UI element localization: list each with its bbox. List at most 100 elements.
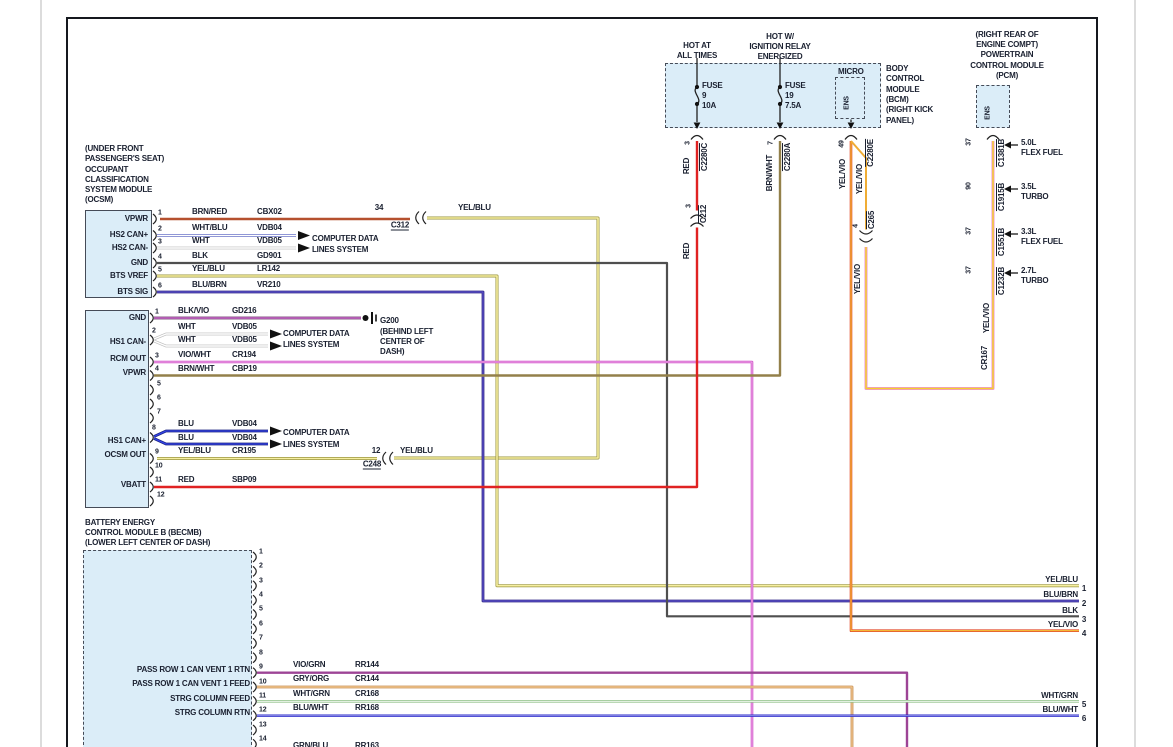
ocsm-wire6-circuit: VR210 (257, 280, 281, 289)
wire-brn-wht-cbp19 (154, 141, 782, 377)
c265-name: C265 (866, 210, 876, 230)
becmb-pin11-label: STRG COLUMN FEED (170, 694, 250, 703)
ocsm-pin5-num: 5 (158, 266, 162, 274)
pcm-name-1: POWERTRAIN (980, 50, 1034, 59)
data-lines-note-3b: LINES SYSTEM (283, 440, 340, 449)
rcm-pin8-label: HS1 CAN+ (107, 436, 146, 445)
becmb-pin13-num: 13 (259, 721, 267, 729)
becmb-pin3-num: 3 (259, 577, 263, 585)
ocsm-pin1-label: VPWR (124, 214, 148, 223)
wire-blk-gd901 (157, 261, 1079, 618)
ocsm-pin2-num: 2 (158, 225, 162, 233)
pcm-conn4-engine-1: 2.7L (1021, 266, 1037, 275)
ocsm-pin2-label: HS2 CAN+ (109, 230, 148, 239)
becmb-wire10-circuit: CR144 (355, 674, 379, 683)
pcm-conn4-pin: 37 (965, 266, 973, 274)
data-lines-note-1b: LINES SYSTEM (312, 245, 369, 254)
wire-blu-brn-vr210 (157, 290, 1079, 603)
bcm-name-4: (BCM) (886, 95, 909, 104)
rcm-pin5-num: 5 (157, 380, 161, 388)
rcm-pin10-num: 10 (155, 462, 163, 470)
rcm-pin8-num: 8 (152, 424, 156, 432)
wire-wht-pair-rcm2 (153, 332, 268, 348)
pcm-conn1-pin: 37 (965, 138, 973, 146)
becmb-pin9-label: PASS ROW 1 CAN VENT 1 RTN (136, 665, 250, 674)
pcm-name-2: CONTROL MODULE (970, 61, 1044, 70)
data-lines-note-3a: COMPUTER DATA (283, 428, 350, 437)
rcm-wire4-color: BRN/WHT (178, 364, 215, 373)
pcm-conn1-name: C1381B (996, 138, 1006, 168)
header-hot-at-all-times: HOT AT (683, 41, 711, 50)
bcm-out2-pin: 7 (767, 141, 775, 145)
rcm-pin7-num: 7 (157, 408, 161, 416)
bcm-out3-wire-color-a: YEL/VIO (838, 158, 847, 190)
rcm-pin9-num: 9 (155, 448, 159, 456)
becmb-module-box (83, 550, 252, 747)
ocsm-wire2-color: WHT/BLU (192, 223, 228, 232)
becmb-wire15-color-partial: GRN/BLU (293, 741, 329, 747)
becmb-pin10-num: 10 (259, 678, 267, 686)
fuse1-number: 9 (702, 91, 707, 100)
rcm-wire2b-circuit: VDB05 (232, 335, 257, 344)
becmb-title-1: BATTERY ENERGY (85, 518, 155, 527)
becmb-wire10-color: GRY/ORG (293, 674, 330, 683)
connector-bracket-icons (149, 134, 1000, 747)
c312-name: C312 (390, 220, 410, 231)
rcm-pin1-num: 1 (155, 308, 159, 316)
c212-wire-color: RED (682, 242, 691, 260)
ocsm-wire1-circuit: CBX02 (257, 207, 282, 216)
pcm-conn3-pin: 37 (965, 227, 973, 235)
ocsm-title-2: PASSENGER'S SEAT) (85, 154, 165, 163)
pcm-module-box (976, 85, 1010, 128)
c265-wire-color: YEL/VIO (853, 263, 862, 295)
rcm-pin6-num: 6 (157, 394, 161, 402)
becmb-pin2-num: 2 (259, 562, 263, 570)
ocsm-pin6-num: 6 (158, 282, 162, 290)
rcm-wire2a-circuit: VDB05 (232, 322, 257, 331)
c212-name: C212 (698, 204, 708, 224)
ocsm-pin4-label: GND (130, 258, 148, 267)
bcm-module-box (665, 63, 881, 128)
rcm-module-box (85, 310, 149, 508)
pcm-conn4-name: C1232B (996, 266, 1006, 296)
wire-yel-blu-lr142 (157, 274, 1079, 588)
ocsm-wire5-color: YEL/BLU (192, 264, 225, 273)
ocsm-title-6: (OCSM) (85, 195, 114, 204)
rcm-wire1-circuit: GD216 (232, 306, 257, 315)
data-lines-note-1a: COMPUTER DATA (312, 234, 379, 243)
c265-pin: 4 (852, 224, 860, 228)
wire-vio-grn-rr144 (257, 671, 909, 747)
becmb-pin14-num: 14 (259, 735, 267, 743)
wire-red-sbp09 (154, 141, 699, 489)
becmb-pin6-num: 6 (259, 620, 263, 628)
arrow-icons (270, 84, 1011, 449)
page-edge-left (40, 0, 42, 747)
wire-vio-wht-cr194 (154, 360, 754, 747)
rcm-wire11-color: RED (178, 475, 195, 484)
edge-num-5: 5 (1081, 700, 1087, 709)
becmb-wire12-circuit: RR168 (355, 703, 379, 712)
pcm-location-1: (RIGHT REAR OF (975, 30, 1039, 39)
c312-wire-color: YEL/BLU (458, 203, 491, 212)
rcm-pin11-label: VBATT (120, 480, 146, 489)
pcm-wire-circuit: CR167 (980, 346, 989, 370)
becmb-pin12-label: STRG COLUMN RTN (174, 708, 250, 717)
bcm-out2-wire-color: BRN/WHT (765, 154, 774, 192)
fuse1-label: FUSE (702, 81, 723, 90)
pcm-name-3: (PCM) (995, 71, 1019, 80)
diagram-frame (66, 17, 1098, 747)
header-hot-ignition-2: IGNITION RELAY (749, 42, 811, 51)
rcm-pin3-label: RCM OUT (110, 354, 146, 363)
rcm-wire8b-circuit: VDB04 (232, 433, 257, 442)
c248-pin: 12 (371, 446, 381, 455)
becmb-pin5-num: 5 (259, 605, 263, 613)
wire-yel-vio-branch-b (850, 140, 867, 230)
bcm-out1-connector: C2280C (699, 142, 709, 172)
becmb-wire9-circuit: RR144 (355, 660, 379, 669)
edge-label-2: BLU/BRN (1043, 590, 1078, 599)
ocsm-wire4-color: BLK (192, 251, 208, 260)
edge-label-5: WHT/GRN (1041, 691, 1078, 700)
rcm-wire8a-circuit: VDB04 (232, 419, 257, 428)
rcm-wire9-color: YEL/BLU (178, 446, 211, 455)
ground-id: G200 (380, 316, 399, 325)
